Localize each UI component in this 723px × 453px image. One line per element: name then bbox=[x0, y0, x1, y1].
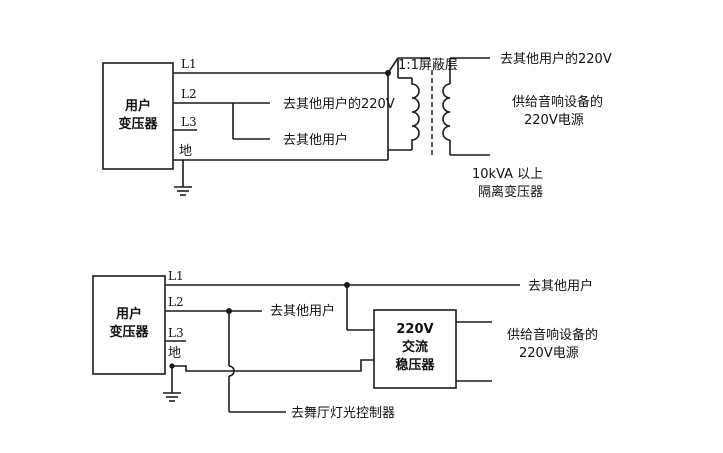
top-secondary-coil bbox=[442, 83, 451, 141]
bottom-user-transformer-box bbox=[92, 275, 166, 375]
bottom-branch-l2: 去其他用户 bbox=[270, 303, 335, 319]
bottom-l1-label: L1 bbox=[168, 269, 184, 283]
bottom-regulator-label-3: 稳压器 bbox=[395, 357, 435, 373]
top-out-audio-2: 220V电源 bbox=[524, 113, 584, 128]
top-user-transformer-box bbox=[102, 62, 174, 170]
top-transformer-label-1: 用户 bbox=[124, 98, 151, 114]
bottom-diagram: 用户 变压器 L1 去其他用户 L2 去其他用户 去舞厅灯光控制器 L3 地 2… bbox=[92, 269, 598, 421]
top-primary-coil bbox=[411, 78, 420, 150]
top-ground-label: 地 bbox=[179, 144, 192, 159]
bottom-out-audio-1: 供给音响设备的 bbox=[507, 327, 598, 343]
bottom-light-controller: 去舞厅灯光控制器 bbox=[291, 406, 395, 421]
top-iso-label-2: 隔离变压器 bbox=[478, 184, 543, 200]
top-out-top: 去其他用户的220V bbox=[500, 51, 612, 67]
top-iso-label-1: 10kVA 以上 bbox=[472, 167, 543, 182]
bottom-ac-regulator-box bbox=[373, 309, 457, 389]
bottom-out-audio-2: 220V电源 bbox=[519, 346, 579, 361]
bottom-l2-label: L2 bbox=[168, 295, 184, 309]
bottom-regulator-label-2: 交流 bbox=[402, 339, 428, 355]
top-l1-label: L1 bbox=[181, 57, 197, 71]
bottom-ground-label: 地 bbox=[168, 346, 181, 361]
bottom-ground-to-regulator bbox=[172, 359, 374, 372]
bottom-out-top: 去其他用户 bbox=[528, 278, 593, 294]
bottom-regulator-label-1: 220V bbox=[396, 322, 433, 337]
top-branch-l2-a: 去其他用户的220V bbox=[283, 96, 395, 112]
top-shield-label: 1:1屏蔽层 bbox=[398, 58, 458, 73]
top-transformer-label-2: 变压器 bbox=[118, 116, 158, 132]
top-out-audio-1: 供给音响设备的 bbox=[512, 94, 603, 110]
top-branch-l2-b: 去其他用户 bbox=[283, 132, 348, 148]
top-diagram: 用户 变压器 L1 L2 去其他用户的220V 去其他用户 L3 地 bbox=[102, 51, 612, 200]
top-l2-label: L2 bbox=[181, 87, 197, 101]
top-shield-upper-lead bbox=[387, 57, 399, 74]
top-l3-label: L3 bbox=[181, 115, 197, 129]
bottom-l3-label: L3 bbox=[168, 326, 184, 340]
bottom-transformer-label-2: 变压器 bbox=[109, 324, 149, 340]
bottom-transformer-label-1: 用户 bbox=[115, 306, 142, 322]
